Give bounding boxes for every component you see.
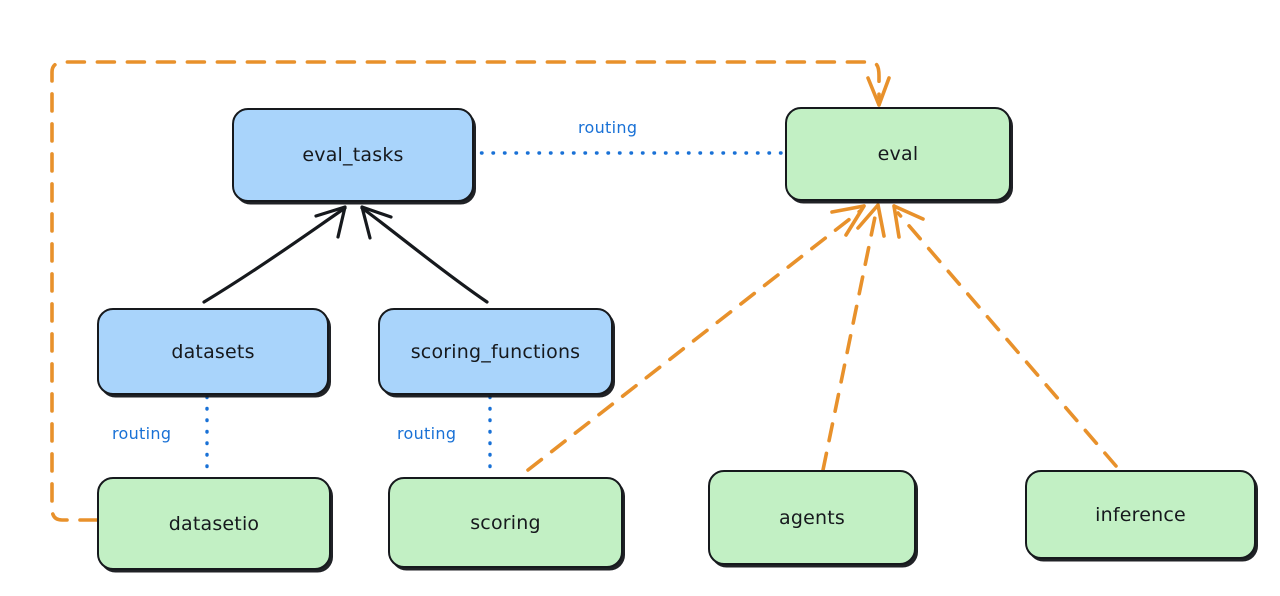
edge-label-routing-eval_tasks-eval: routing (578, 118, 638, 137)
node-label-scoring: scoring (470, 511, 541, 534)
node-agents[interactable]: agents (708, 470, 916, 565)
node-label-scoring_functions: scoring_functions (410, 340, 581, 363)
node-eval_tasks[interactable]: eval_tasks (232, 108, 474, 202)
edge-datasetio-to-eval (50, 60, 891, 522)
node-scoring_functions[interactable]: scoring_functions (378, 308, 613, 395)
node-datasetio[interactable]: datasetio (97, 477, 331, 570)
edge-scoring-to-eval (526, 204, 866, 472)
node-label-agents: agents (779, 506, 845, 529)
edge-label-routing-datasets-datasetio: routing (112, 424, 172, 443)
node-label-inference: inference (1095, 503, 1186, 526)
edge-inference-to-eval (892, 204, 1118, 468)
node-label-eval_tasks: eval_tasks (302, 144, 404, 166)
node-eval[interactable]: eval (785, 107, 1011, 201)
edge-scoring_functions-to-eval_tasks (360, 205, 489, 304)
node-scoring[interactable]: scoring (388, 477, 623, 568)
edge-label-routing-scoring_functions-scoring: routing (397, 424, 457, 443)
node-label-eval: eval (877, 143, 919, 165)
node-inference[interactable]: inference (1025, 470, 1256, 559)
node-label-datasets: datasets (171, 340, 255, 363)
node-label-datasetio: datasetio (168, 512, 260, 535)
edge-agents-to-eval (821, 203, 886, 472)
node-datasets[interactable]: datasets (97, 308, 329, 395)
edge-datasets-to-eval_tasks (202, 205, 347, 304)
